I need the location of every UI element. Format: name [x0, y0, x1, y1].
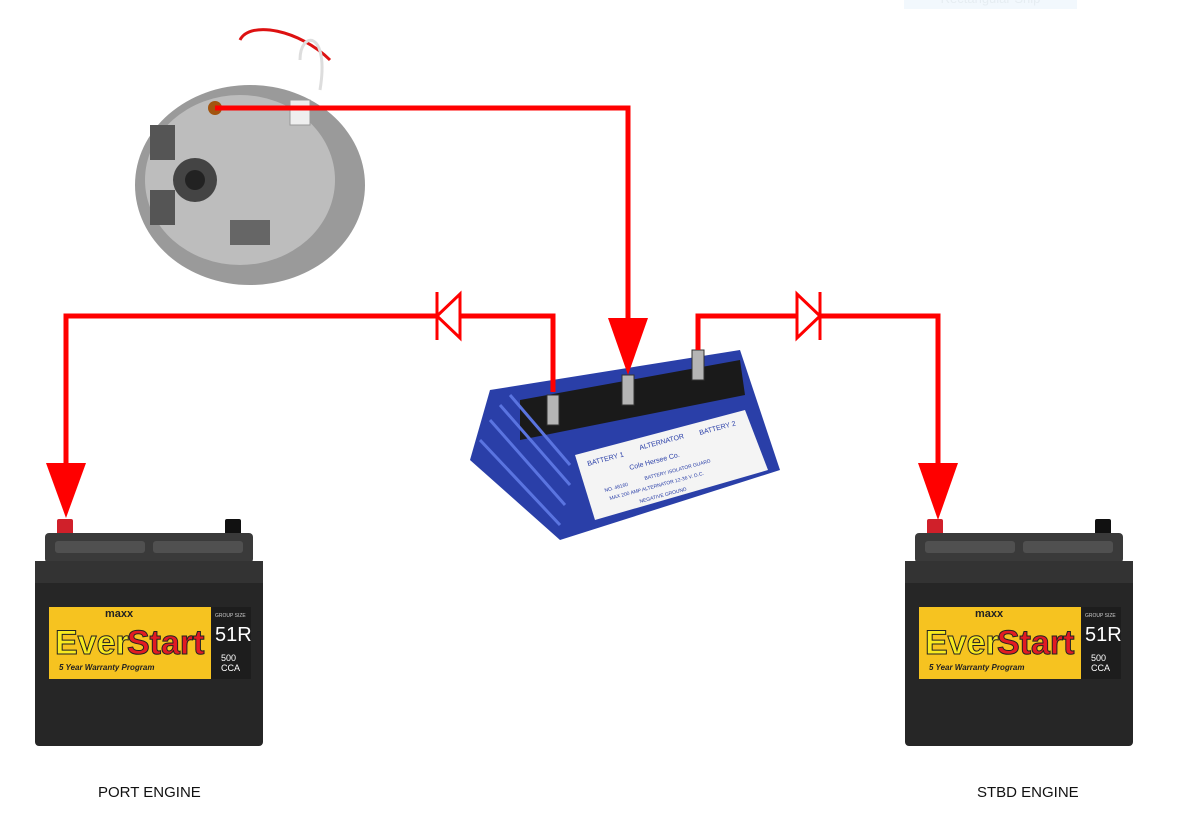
battery-cca: 500: [221, 653, 236, 663]
port-battery: maxx Ever Start 5 Year Warranty Program …: [35, 519, 263, 746]
battery-brand-ever: Ever: [925, 624, 999, 662]
stbd-battery: maxx Ever Start 5 Year Warranty Program …: [905, 519, 1133, 746]
battery-brand-ever: Ever: [55, 624, 129, 662]
battery-warranty: 5 Year Warranty Program: [929, 663, 1024, 672]
battery-cca-unit: CCA: [221, 663, 240, 673]
port-wire: [63, 313, 556, 490]
battery-group: 51R: [215, 624, 252, 646]
battery-brand-start: Start: [997, 624, 1074, 662]
battery-brand-start: Start: [127, 624, 204, 662]
battery-maxx: maxx: [105, 608, 134, 620]
battery-group: 51R: [1085, 624, 1122, 646]
battery-group-label: GROUP SIZE: [1085, 613, 1116, 619]
battery-isolator: BATTERY 1 ALTERNATOR BATTERY 2 Cole Hers…: [470, 349, 780, 540]
alternator-image: [135, 28, 365, 285]
stbd-engine-label: STBD ENGINE: [977, 784, 1079, 801]
alternator-wire: [215, 105, 631, 345]
battery-warranty: 5 Year Warranty Program: [59, 663, 154, 672]
battery-cca-unit: CCA: [1091, 663, 1110, 673]
port-diode: [434, 290, 462, 342]
stbd-diode: [795, 290, 823, 342]
arrow-to-port-battery: [46, 463, 86, 518]
arrow-to-stbd-battery: [918, 463, 958, 520]
arrow-to-isolator: [608, 318, 648, 375]
battery-group-label: GROUP SIZE: [215, 613, 246, 619]
port-engine-label: PORT ENGINE: [98, 784, 201, 801]
battery-maxx: maxx: [975, 608, 1004, 620]
snip-tooltip: Rectangular Snip: [904, 0, 1077, 9]
battery-cca: 500: [1091, 653, 1106, 663]
